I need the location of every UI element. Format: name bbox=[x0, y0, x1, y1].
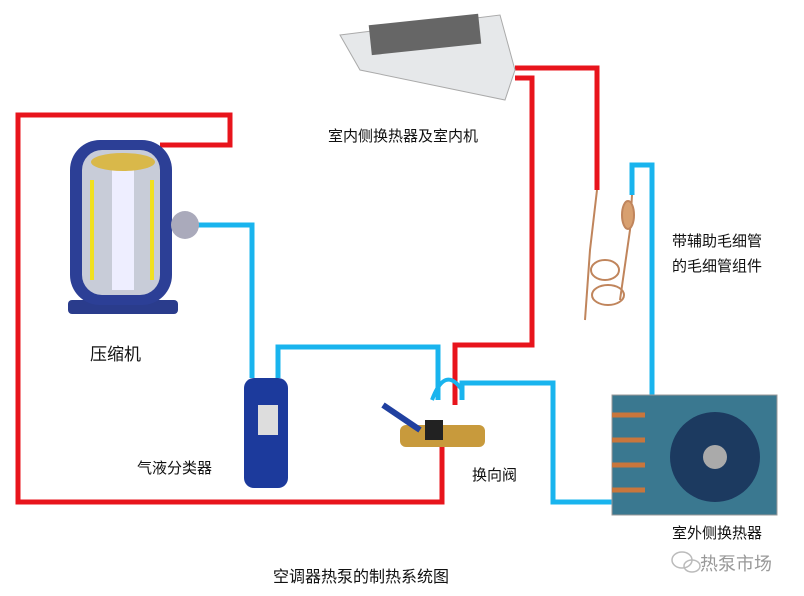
accumulator-label: 气液分类器 bbox=[137, 459, 213, 477]
outdoor-unit-label: 室外侧换热器 bbox=[672, 524, 763, 542]
watermark-text: 热泵市场 bbox=[700, 554, 772, 575]
indoor-to-capillary-pipe bbox=[515, 65, 600, 190]
capillary-label-line2: 的毛细管组件 bbox=[672, 257, 763, 275]
diagram-title: 空调器热泵的制热系统图 bbox=[273, 567, 450, 586]
wechat-icon bbox=[671, 551, 701, 573]
hot-pipes bbox=[15, 65, 600, 505]
accumulator-to-valve-pipe bbox=[275, 344, 441, 400]
capillary-assembly-image bbox=[584, 189, 635, 321]
compressor-image bbox=[68, 140, 199, 314]
outdoor-unit-image bbox=[611, 394, 778, 516]
compressor-label: 压缩机 bbox=[90, 345, 141, 365]
capillary-label-line1: 带辅助毛细管 bbox=[672, 232, 763, 250]
valve-to-indoor-pipe bbox=[452, 75, 535, 405]
reversing-valve-image bbox=[381, 377, 485, 447]
indoor-unit-label: 室内侧换热器及室内机 bbox=[328, 127, 479, 145]
discharge-pipe bbox=[15, 112, 445, 505]
indoor-unit-image bbox=[339, 13, 516, 101]
suction-pipe bbox=[175, 222, 255, 378]
accumulator-image bbox=[244, 378, 288, 488]
reversing-valve-label: 换向阀 bbox=[472, 466, 518, 484]
capillary-to-outdoor-pipe bbox=[629, 162, 655, 405]
